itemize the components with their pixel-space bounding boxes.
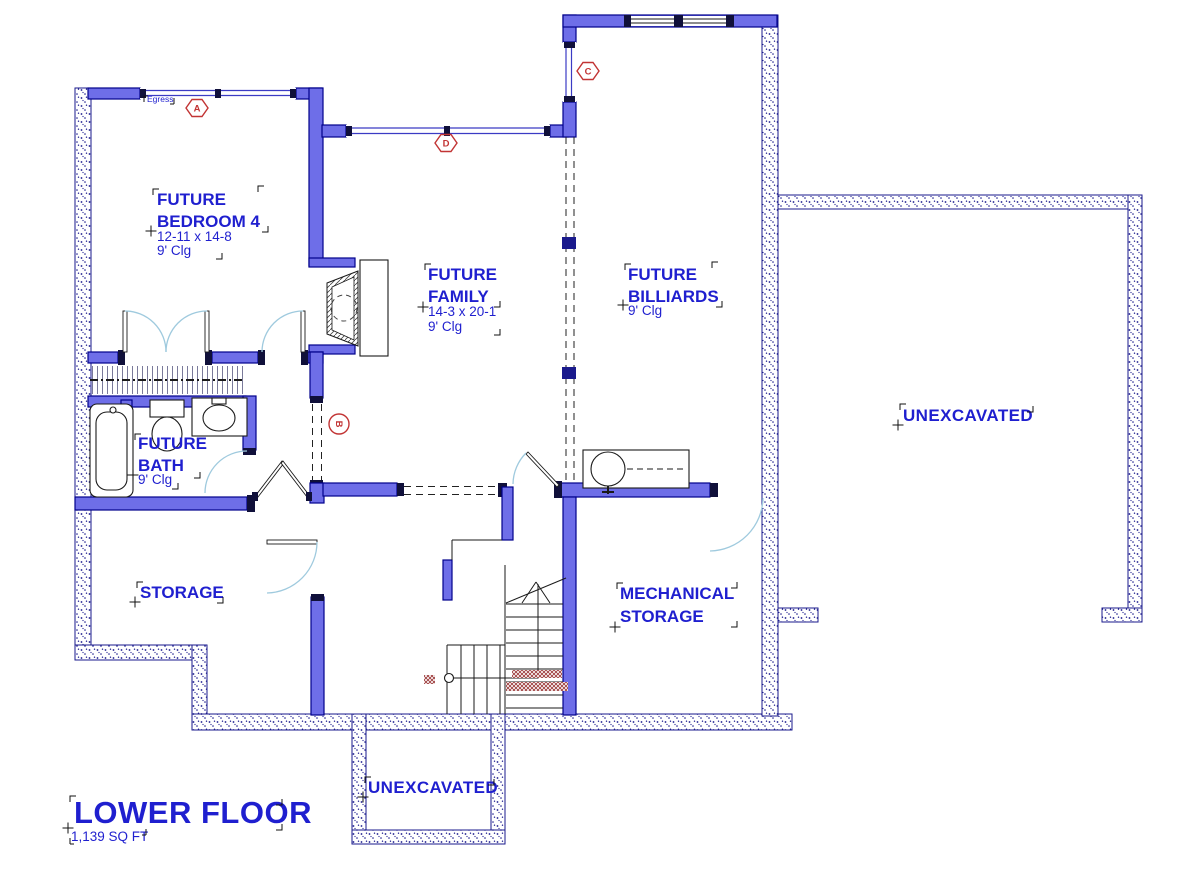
marker-b: B xyxy=(328,413,350,435)
staircase xyxy=(424,565,568,714)
beam-line-family-billiards xyxy=(562,137,576,483)
svg-text:BILLIARDS: BILLIARDS xyxy=(628,287,719,306)
plan-title-block: LOWER FLOOR 1,139 SQ FT xyxy=(62,795,312,845)
label-mechanical: MECHANICAL STORAGE xyxy=(609,581,738,633)
toilet xyxy=(149,399,185,452)
bathtub xyxy=(89,403,134,498)
storage-door xyxy=(266,539,318,594)
label-unexcavated-bottom: UNEXCAVATED xyxy=(357,776,498,803)
bedroom-door xyxy=(261,310,306,353)
window-c xyxy=(563,42,576,102)
closet xyxy=(90,366,245,394)
bath-door xyxy=(204,450,248,494)
svg-text:FUTURE: FUTURE xyxy=(138,434,207,453)
svg-text:FUTURE: FUTURE xyxy=(157,190,226,209)
label-bedroom: FUTURE BEDROOM 4 12-11 x 14-8 9' Clg xyxy=(145,185,269,260)
hall-double-door xyxy=(252,460,312,501)
svg-text:9' Clg: 9' Clg xyxy=(138,472,172,487)
fireplace xyxy=(326,259,389,357)
svg-text:12-11 x 14-8: 12-11 x 14-8 xyxy=(157,229,232,244)
label-egress: Egress xyxy=(143,94,175,105)
svg-text:A: A xyxy=(194,104,201,115)
svg-text:UNEXCAVATED: UNEXCAVATED xyxy=(368,778,498,797)
svg-text:BEDROOM 4: BEDROOM 4 xyxy=(157,212,261,231)
family-door xyxy=(512,451,560,488)
svg-text:MECHANICAL: MECHANICAL xyxy=(620,584,734,603)
svg-text:14-3 x 20-1: 14-3 x 20-1 xyxy=(428,304,496,319)
svg-text:LOWER FLOOR: LOWER FLOOR xyxy=(74,795,312,830)
label-billiards: FUTURE BILLIARDS 9' Clg xyxy=(617,261,723,318)
svg-text:9' Clg: 9' Clg xyxy=(157,243,191,258)
foundation-walls xyxy=(74,14,1143,845)
label-bath: FUTURE BATH 9' Clg xyxy=(127,433,207,490)
marker-a: A xyxy=(185,98,209,118)
svg-text:9' Clg: 9' Clg xyxy=(628,303,662,318)
svg-text:1,139 SQ FT: 1,139 SQ FT xyxy=(71,829,148,844)
svg-text:UNEXCAVATED: UNEXCAVATED xyxy=(903,406,1033,425)
label-storage: STORAGE xyxy=(129,581,224,608)
stair-hatch xyxy=(512,670,562,678)
svg-text:STORAGE: STORAGE xyxy=(620,607,704,626)
label-family: FUTURE FAMILY 14-3 x 20-1 9' Clg xyxy=(417,263,501,336)
mechanical-door xyxy=(709,497,764,552)
closet-doors xyxy=(122,310,210,353)
label-unexcavated-right: UNEXCAVATED xyxy=(892,403,1034,431)
water-heater xyxy=(582,449,690,494)
svg-text:C: C xyxy=(585,67,592,78)
svg-text:9' Clg: 9' Clg xyxy=(428,319,462,334)
svg-text:STORAGE: STORAGE xyxy=(140,583,224,602)
svg-text:FUTURE: FUTURE xyxy=(428,265,497,284)
svg-text:FUTURE: FUTURE xyxy=(628,265,697,284)
stair-hatch xyxy=(506,682,568,691)
svg-text:B: B xyxy=(333,421,344,428)
stair-hatch xyxy=(424,675,435,684)
sink-vanity xyxy=(191,397,248,437)
marker-d: D xyxy=(434,133,458,153)
svg-text:D: D xyxy=(443,139,450,150)
marker-c: C xyxy=(576,61,600,81)
svg-text:Egress: Egress xyxy=(147,94,173,104)
svg-text:FAMILY: FAMILY xyxy=(428,287,489,306)
svg-text:BATH: BATH xyxy=(138,456,184,475)
